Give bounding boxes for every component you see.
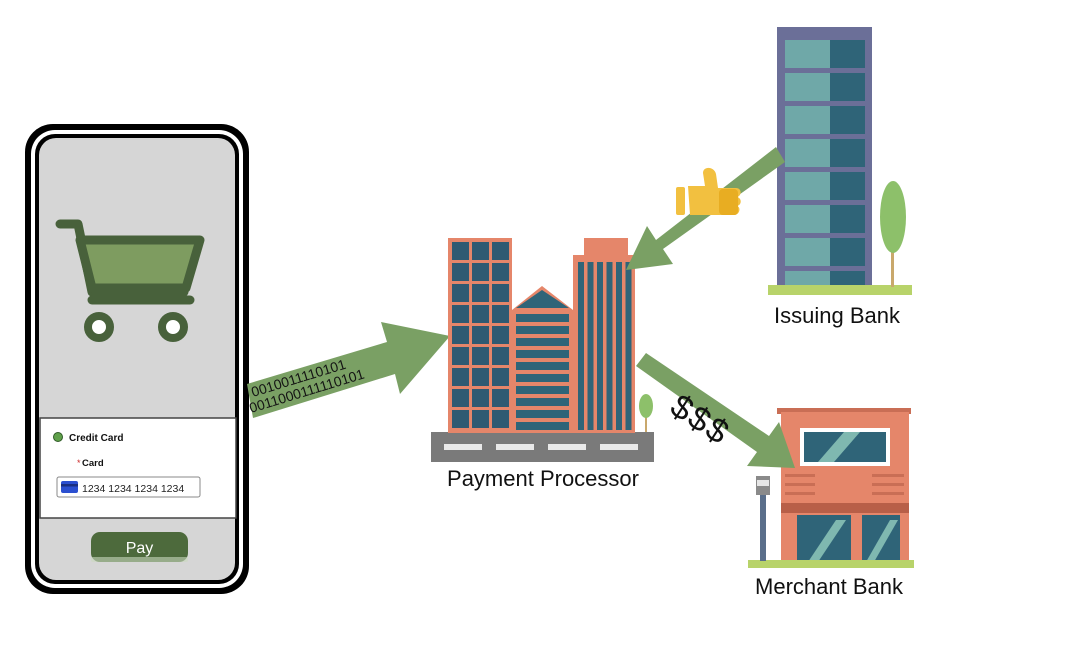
credit-card-icon bbox=[61, 481, 78, 493]
window bbox=[472, 263, 489, 281]
funds-transfer-arrow: $$$ bbox=[636, 353, 795, 468]
window bbox=[492, 347, 509, 365]
window bbox=[452, 389, 469, 407]
window bbox=[492, 389, 509, 407]
window bbox=[492, 242, 509, 260]
window-band bbox=[516, 350, 569, 358]
brick-line bbox=[872, 474, 904, 477]
smartphone bbox=[25, 124, 249, 594]
window-band bbox=[516, 314, 569, 322]
window-band bbox=[516, 422, 569, 430]
data-transmission-arrow: 0010011110101 0011000111110101 bbox=[247, 322, 450, 418]
required-asterisk: * bbox=[77, 458, 81, 468]
payment-method-label: Credit Card bbox=[69, 433, 123, 444]
issuing-bank-building bbox=[768, 27, 912, 295]
brick-line bbox=[785, 474, 815, 477]
window-strip bbox=[606, 262, 613, 430]
pay-button-label: Pay bbox=[126, 540, 154, 557]
window bbox=[452, 347, 469, 365]
radio-selected-icon[interactable] bbox=[53, 432, 63, 442]
payment-processor-label: Payment Processor bbox=[447, 466, 639, 491]
window bbox=[452, 305, 469, 323]
brick-line bbox=[872, 492, 904, 495]
window bbox=[472, 389, 489, 407]
window bbox=[492, 326, 509, 344]
floor-line bbox=[785, 134, 865, 139]
card-number-value: 1234 1234 1234 1234 bbox=[82, 483, 184, 495]
window bbox=[492, 263, 509, 281]
window bbox=[472, 284, 489, 302]
floor-line bbox=[785, 101, 865, 106]
window-strip bbox=[578, 262, 584, 430]
issuing-bank-label: Issuing Bank bbox=[774, 303, 901, 328]
window-strip bbox=[587, 262, 594, 430]
window bbox=[452, 410, 469, 428]
window-band bbox=[516, 398, 569, 406]
window-band bbox=[516, 338, 569, 346]
window-band bbox=[516, 326, 569, 334]
window bbox=[492, 410, 509, 428]
window bbox=[492, 284, 509, 302]
thumbs-up-icon bbox=[676, 167, 741, 215]
window bbox=[492, 305, 509, 323]
window bbox=[472, 242, 489, 260]
brick-line bbox=[872, 483, 904, 486]
window-strip bbox=[625, 262, 632, 430]
window bbox=[492, 368, 509, 386]
window-strip bbox=[616, 262, 622, 430]
floor-line bbox=[785, 200, 865, 205]
window bbox=[452, 326, 469, 344]
window-band bbox=[516, 410, 569, 418]
payment-processor-building bbox=[431, 238, 654, 462]
window bbox=[472, 347, 489, 365]
card-field-label: Card bbox=[82, 458, 104, 469]
window bbox=[472, 305, 489, 323]
merchant-bank-building bbox=[748, 408, 914, 568]
window bbox=[452, 368, 469, 386]
window-band bbox=[516, 362, 569, 370]
floor-line bbox=[785, 233, 865, 238]
window bbox=[472, 326, 489, 344]
window bbox=[472, 368, 489, 386]
floor-line bbox=[785, 167, 865, 172]
window-band bbox=[516, 374, 569, 382]
floor-line bbox=[785, 68, 865, 73]
card-number-input[interactable] bbox=[56, 476, 201, 498]
payment-form: Credit Card * Card 1234 1234 1234 1234 bbox=[39, 417, 237, 519]
brick-line bbox=[785, 492, 815, 495]
shopping-cart-icon bbox=[55, 219, 205, 342]
window-band bbox=[516, 386, 569, 394]
window-strip bbox=[597, 262, 603, 430]
merchant-bank-label: Merchant Bank bbox=[755, 574, 904, 599]
window bbox=[452, 284, 469, 302]
window bbox=[452, 263, 469, 281]
window bbox=[452, 242, 469, 260]
floor-line bbox=[785, 266, 865, 271]
window bbox=[472, 410, 489, 428]
money-symbols: $$$ bbox=[664, 387, 737, 453]
brick-line bbox=[785, 483, 815, 486]
pay-button[interactable]: Pay bbox=[91, 532, 188, 562]
